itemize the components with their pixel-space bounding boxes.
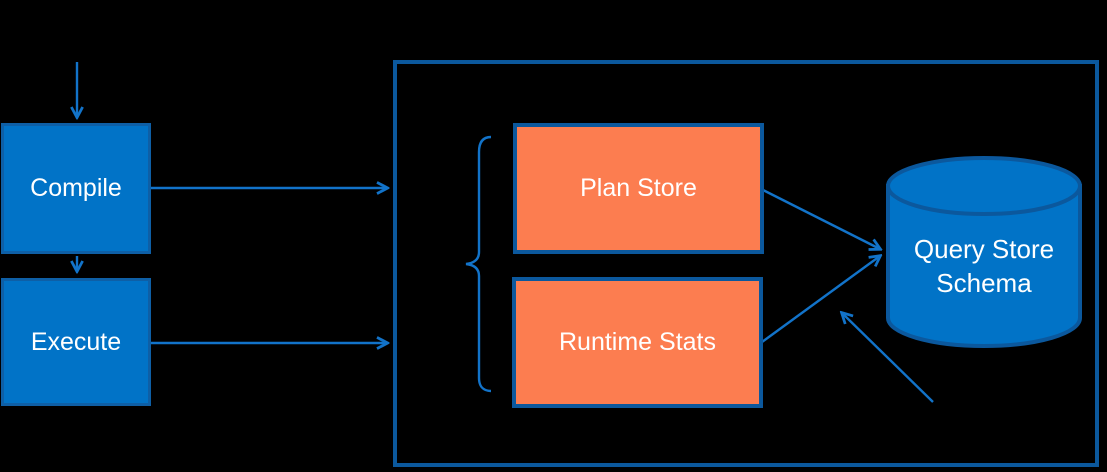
arrow-plan-store-to-schema [762,188,880,249]
runtime-stats-label: Runtime Stats [558,328,716,356]
execute-label: Execute [30,327,122,356]
plan-store-label: Plan Store [580,174,697,202]
execute-node: Execute [1,278,151,406]
arrow-runtime-stats-to-schema [761,256,880,343]
compile-label: Compile [30,174,122,202]
database-cylinder-icon [886,156,1082,348]
plan-store-node: Plan Store [513,123,764,254]
left-curly-brace [465,135,492,393]
query-store-schema-label: Query Store Schema [913,234,1055,299]
arrow-async-writeback [842,313,934,403]
query-store-boundary-box [393,60,1099,467]
runtime-stats-node: Runtime Stats [512,277,763,408]
compile-node: Compile [1,123,151,254]
